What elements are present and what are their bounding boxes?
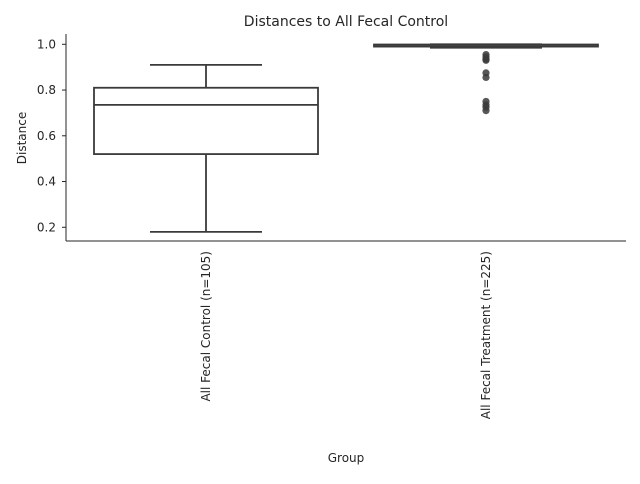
chart-title: Distances to All Fecal Control <box>244 14 448 30</box>
y-tick-label: 0.2 <box>37 220 56 234</box>
outlier-point <box>482 73 490 82</box>
y-tick-label: 0.4 <box>37 175 56 189</box>
x-axis-ticks: All Fecal Control (n=105) All Fecal Treat… <box>199 251 493 419</box>
box-body <box>93 86 319 155</box>
box-group <box>373 43 599 115</box>
y-tick-label: 0.8 <box>37 83 56 97</box>
y-axis-ticks: 0.2 0.4 0.6 0.8 1.0 <box>37 37 66 234</box>
x-tick-label: All Fecal Control (n=105) <box>199 251 213 402</box>
box-group <box>93 63 319 233</box>
y-tick-label: 1.0 <box>37 37 56 51</box>
x-tick-label: All Fecal Treatment (n=225) <box>479 251 493 419</box>
y-axis-label: Distance <box>15 112 29 164</box>
outlier-point <box>482 107 490 115</box>
outlier-point <box>482 56 490 64</box>
y-tick-label: 0.6 <box>37 129 56 143</box>
x-axis-label: Group <box>328 451 365 465</box>
plot-area <box>93 43 599 233</box>
